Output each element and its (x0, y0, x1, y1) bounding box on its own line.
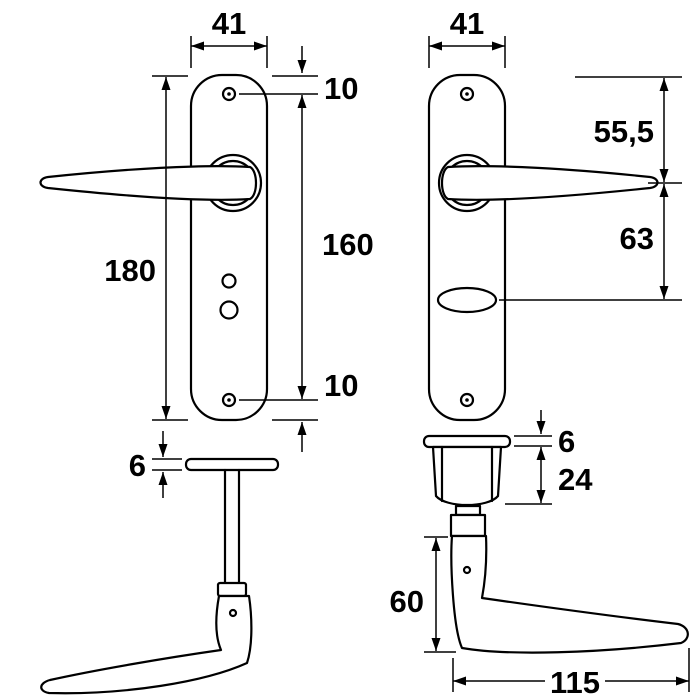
dim-label-plate-width-left: 41 (212, 6, 246, 41)
left-top-screw-hole (221, 86, 237, 102)
left-handle-screw-dot (228, 608, 238, 618)
dim-label-top-to-handle: 55,5 (594, 114, 654, 149)
right-backplate (427, 73, 507, 422)
dim-label-bottom-screw-offset: 10 (324, 368, 358, 403)
right-bottom-screw-hole (459, 392, 475, 408)
spindle-square (449, 513, 487, 538)
dim-label-handle-to-turn: 63 (620, 221, 654, 256)
left-bottom-screw-hole (221, 392, 237, 408)
right-lever-handle (440, 165, 659, 201)
left-bottom-screw-dot (227, 398, 231, 402)
left-backplate (189, 73, 269, 422)
right-top-screw-hole (459, 86, 475, 102)
left-rose-side-view (184, 457, 280, 472)
left-spindle-collar (216, 581, 248, 598)
right-view: 41 55,5 63 6 24 60 115 (390, 6, 690, 700)
dim-label-screw-distance: 160 (322, 227, 374, 262)
wc-turn-slot (436, 286, 498, 314)
left-privacy-hole-large (219, 300, 239, 320)
right-top-screw-dot (465, 92, 469, 96)
dim-label-handle-length: 115 (550, 665, 600, 700)
left-top-screw-dot (227, 92, 231, 96)
dim-label-plate-width-right: 41 (450, 6, 484, 41)
dim-label-plate-height: 180 (104, 253, 156, 288)
dim-label-handle-height: 60 (390, 584, 424, 619)
dim-label-turn-knob-height: 24 (558, 462, 593, 497)
dim-label-rose-thickness-left: 6 (129, 448, 146, 483)
left-lever-handle (39, 165, 258, 201)
left-privacy-hole-small (221, 273, 237, 289)
right-rose-side-view (422, 434, 512, 449)
spindle-adapter (454, 504, 482, 517)
dim-label-rose-thickness-right: 6 (558, 424, 575, 459)
right-loose-handle (450, 534, 689, 654)
turn-knob-housing (431, 445, 503, 506)
right-handle-screw-dot (462, 565, 472, 575)
dim-label-top-screw-offset: 10 (324, 71, 358, 106)
left-view: 41 10 160 10 180 6 (39, 6, 374, 695)
right-bottom-screw-dot (465, 398, 469, 402)
left-loose-handle (40, 594, 253, 695)
